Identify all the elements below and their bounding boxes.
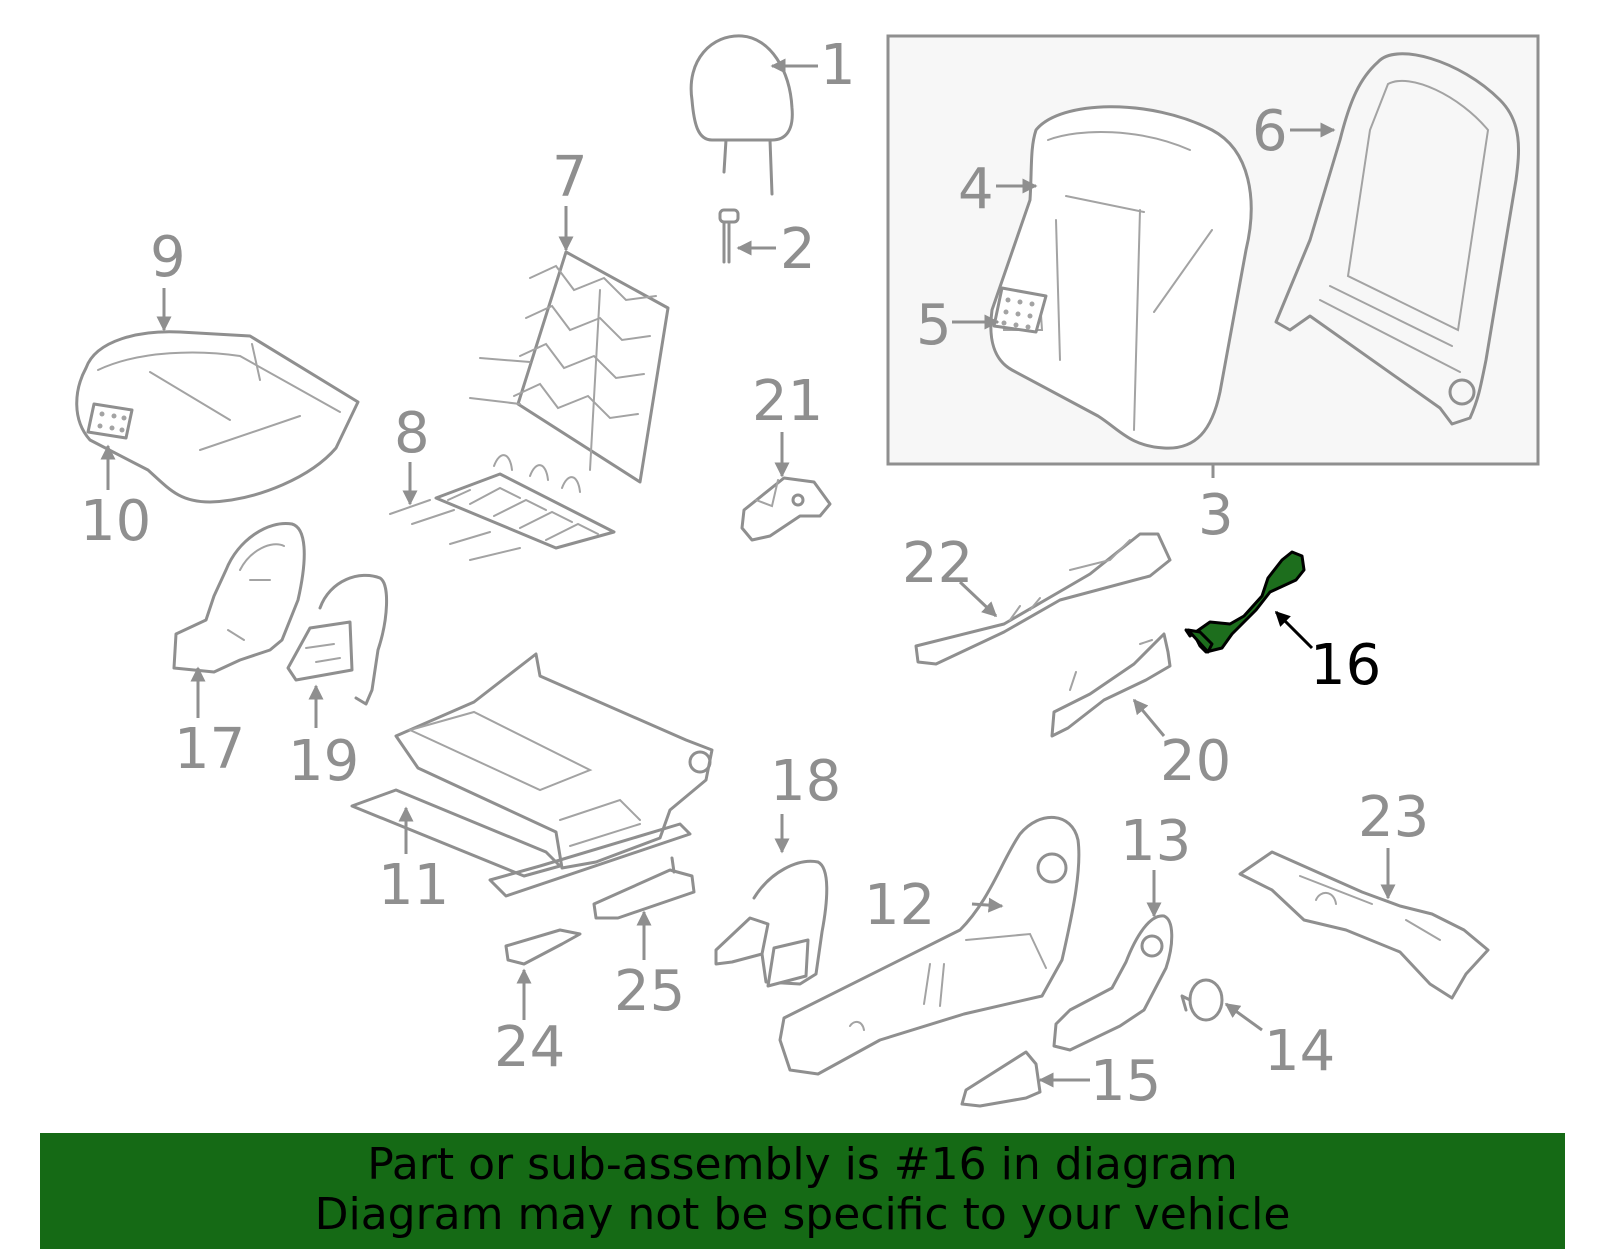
part-23-mounting-bracket[interactable] [1238, 850, 1490, 1000]
part-22-seat-rail[interactable] [914, 532, 1172, 666]
part-24-track-cover-small[interactable] [504, 928, 582, 966]
part-6-seatback-frame[interactable] [1274, 52, 1520, 426]
part-16-highlighted-bracket[interactable] [1184, 550, 1306, 654]
callout-4: 4 [958, 157, 994, 222]
callout-5: 5 [916, 293, 952, 358]
callout-17: 17 [174, 717, 245, 782]
callout-14: 14 [1264, 1019, 1335, 1084]
banner-line-2: Diagram may not be specific to your vehi… [314, 1189, 1291, 1240]
part-10-cushion-heater-pad[interactable] [86, 402, 134, 440]
part-11-seat-frame-track[interactable] [350, 652, 714, 898]
callout-16: 16 [1310, 633, 1381, 698]
callout-25: 25 [614, 959, 685, 1024]
callout-21: 21 [752, 369, 823, 434]
callout-15: 15 [1090, 1049, 1161, 1114]
callout-2: 2 [780, 217, 816, 282]
part-13-recliner-cover[interactable] [1052, 914, 1174, 1052]
callout-13: 13 [1120, 809, 1191, 874]
banner-line-1: Part or sub-assembly is #16 in diagram [367, 1139, 1238, 1190]
part-21-recliner-bracket[interactable] [740, 476, 832, 542]
callout-18: 18 [770, 749, 841, 814]
part-25-track-cover[interactable] [592, 856, 696, 920]
part-18-outer-shield[interactable] [714, 859, 829, 988]
part-17-inner-shield[interactable] [172, 522, 306, 674]
callout-23: 23 [1358, 785, 1429, 850]
callout-8: 8 [394, 401, 430, 466]
info-banner: Part or sub-assembly is #16 in diagram D… [40, 1133, 1565, 1249]
callout-labels: 1 2 3 4 5 6 7 8 9 10 11 12 13 14 15 16 1… [80, 33, 1429, 1114]
callout-3: 3 [1198, 483, 1234, 548]
callout-10: 10 [80, 489, 151, 554]
part-20-seat-rail-lower[interactable] [1050, 632, 1172, 738]
callout-9: 9 [150, 225, 186, 290]
part-8-cushion-spring[interactable] [389, 454, 616, 561]
part-1-headrest[interactable] [689, 34, 794, 196]
part-2-headrest-guide[interactable] [718, 208, 740, 264]
part-5-heater-pad[interactable] [992, 286, 1048, 334]
callout-20: 20 [1160, 729, 1231, 794]
callout-1: 1 [820, 33, 856, 98]
leader-lines [100, 58, 1396, 1088]
callout-6: 6 [1252, 99, 1288, 164]
part-19-trim-cover[interactable] [286, 573, 389, 706]
part-9-cushion-cover[interactable] [75, 330, 360, 504]
callout-22: 22 [902, 531, 973, 596]
callout-11: 11 [378, 853, 449, 918]
callout-7: 7 [552, 145, 588, 210]
callout-24: 24 [494, 1015, 565, 1080]
callout-12: 12 [864, 873, 935, 938]
part-15-lever-handle[interactable] [960, 1050, 1042, 1108]
callout-19: 19 [288, 729, 359, 794]
part-12-side-cover[interactable] [778, 816, 1081, 1076]
part-14-knob[interactable] [1180, 978, 1224, 1022]
part-7-seatback-spring-mat[interactable] [469, 250, 670, 484]
